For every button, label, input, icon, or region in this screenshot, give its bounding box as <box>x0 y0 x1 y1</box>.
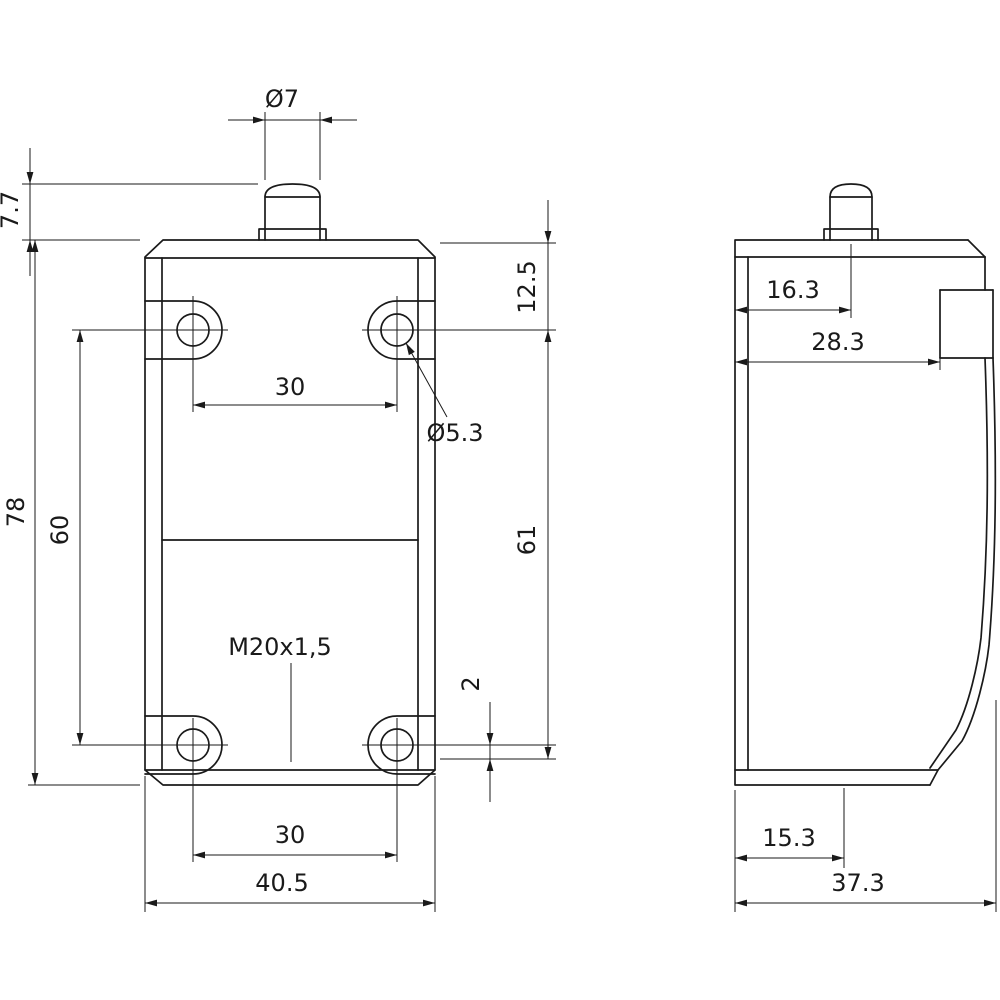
dim-label-plunger-diameter: Ø7 <box>265 85 299 113</box>
dim-label-plunger-height: 7.7 <box>0 191 24 229</box>
dim-overall-width: 40.5 <box>144 776 436 912</box>
dim-hole-diameter: Ø5.3 <box>405 342 484 447</box>
front-body-outline <box>144 239 436 786</box>
dim-label-hole-diameter: Ø5.3 <box>426 419 483 447</box>
side-body-geometry <box>734 183 997 786</box>
side-lever-outer <box>937 357 997 771</box>
dim-bottom-hole-spacing: 30 <box>192 718 398 862</box>
plunger-front <box>264 183 321 241</box>
dim-plunger-diameter: Ø7 <box>228 85 357 180</box>
plunger-side <box>829 183 873 241</box>
dim-bottom-offset: 2 <box>362 676 556 802</box>
side-body-outline <box>734 239 969 786</box>
dim-bottom-feature-offset: 15.3 <box>734 788 845 912</box>
front-body-geometry <box>144 183 436 786</box>
dim-hole-to-bottom: 61 <box>440 330 556 760</box>
dim-overall-depth: 37.3 <box>735 700 997 912</box>
front-view: Ø7 7.7 78 60 30 <box>0 85 556 912</box>
dim-plunger-center-offset: 16.3 <box>735 244 852 318</box>
dim-label-overall-width: 40.5 <box>255 869 308 897</box>
dim-label-top-to-hole: 12.5 <box>513 260 541 313</box>
dim-label-hole-to-bottom: 61 <box>513 525 541 556</box>
dim-upper-width: 28.3 <box>735 328 941 370</box>
dim-hole-center-spacing: 60 <box>46 329 228 746</box>
dim-label-overall-height: 78 <box>2 497 30 528</box>
dim-label-top-hole-spacing: 30 <box>275 373 306 401</box>
side-view: 16.3 28.3 15.3 37.3 <box>734 183 997 912</box>
thread-callout: M20x1,5 <box>228 633 332 762</box>
plunger-flange-front <box>258 228 327 241</box>
dim-label-bottom-offset: 2 <box>457 676 485 691</box>
dim-label-plunger-center-offset: 16.3 <box>766 276 819 304</box>
dim-label-overall-depth: 37.3 <box>831 869 884 897</box>
side-lever-inner <box>929 357 989 769</box>
dim-label-upper-width: 28.3 <box>811 328 864 356</box>
dim-top-to-hole: 12.5 <box>362 200 556 331</box>
dim-label-hole-center-spacing: 60 <box>46 515 74 546</box>
dim-top-hole-spacing: 30 <box>192 296 398 412</box>
dim-label-bottom-feature-offset: 15.3 <box>762 824 815 852</box>
thread-label: M20x1,5 <box>228 633 332 661</box>
plunger-flange-side <box>823 228 879 241</box>
dim-overall-height: 78 <box>2 240 140 786</box>
dim-plunger-height: 7.7 <box>0 148 258 276</box>
dim-label-bottom-hole-spacing: 30 <box>275 821 306 849</box>
